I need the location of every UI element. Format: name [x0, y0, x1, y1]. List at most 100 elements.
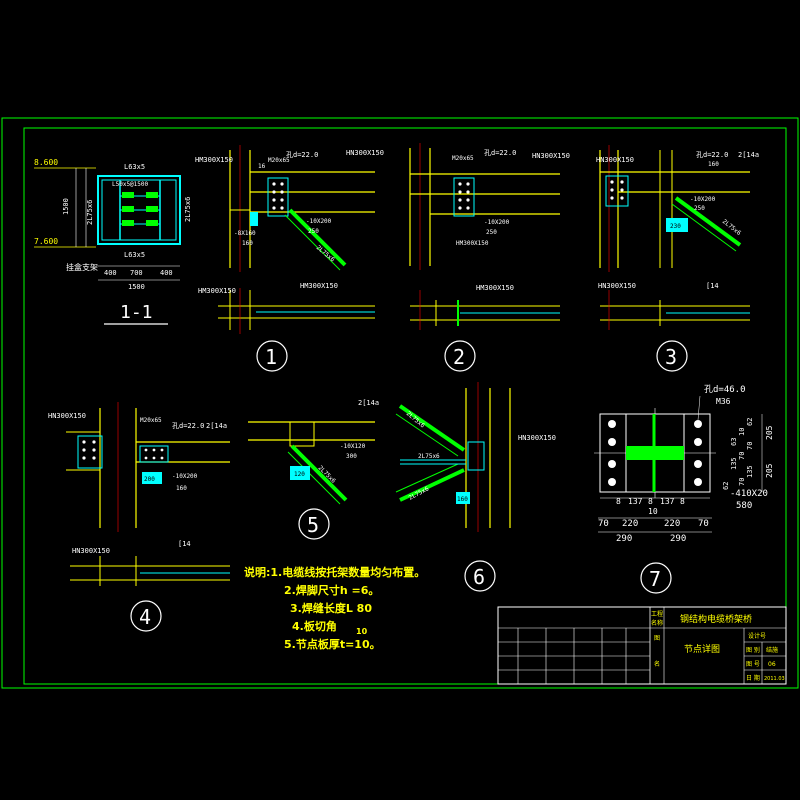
d7-bot-small-1: 137 [628, 497, 643, 506]
d6-brace-bot: 2L75x6 [408, 485, 431, 502]
d3-plate-dim2: 250 [694, 205, 705, 212]
top-label: L63x5 [124, 163, 145, 171]
d3-plan2: [14 [706, 282, 719, 290]
section-box [97, 175, 181, 245]
d3-plate: -10X200 [690, 196, 716, 203]
detail-6-number: 6 [473, 565, 485, 589]
d7-right-dim-b: 205 [765, 463, 774, 478]
d1-hole: 孔d=22.0 [286, 151, 318, 159]
d1-hole-note: 16 [258, 163, 266, 170]
d3-hole: 孔d=22.0 [696, 151, 728, 159]
height-dim: 1500 [62, 198, 70, 215]
detail-5-number: 5 [307, 513, 319, 537]
d1-beam: HM300X150 [195, 156, 233, 164]
d5-small-dim: 120 [294, 471, 305, 478]
d7-bolt: M36 [716, 397, 731, 406]
d6-plate-dim: 160 [457, 496, 468, 503]
d1-bolt: M20x65 [268, 157, 290, 164]
detail-1-number: 1 [265, 345, 277, 369]
section-1-1: 8.600 7.600 1500 2L75x6 L63x5 L50x5@1500… [34, 158, 192, 325]
detail-3: HN300X150 孔d=22.0 2[14a 160 -10X200 250 … [596, 145, 759, 372]
d4-plate-dim: 200 [144, 476, 155, 483]
elev-top: 8.600 [34, 158, 58, 167]
tb-row1-label: 图 别 [746, 646, 760, 654]
d4-bolt: M20x65 [140, 417, 162, 424]
tb-drawing-label-2: 名 [654, 660, 660, 668]
d4-angle: 2[14a [206, 422, 227, 430]
notes: 说明:1.电缆线按托架数量均匀布置。 2.焊脚尺寸h =6。 3.焊缝长度L 8… [244, 565, 425, 651]
detail-7-number: 7 [649, 567, 661, 591]
d5-angle: 2[14a [358, 399, 379, 407]
total-dim: 1500 [128, 283, 145, 291]
title-block: 工程 名称 钢结构电缆桥架桥 图 名 节点详图 设计号 图 别 结施 图 号 0… [497, 606, 787, 685]
tb-project-name: 钢结构电缆桥架桥 [680, 613, 752, 625]
d4-beam: HN300X150 [48, 412, 86, 420]
d2-bolt: M20x65 [452, 155, 474, 162]
d7-plate-w: 580 [736, 501, 752, 511]
detail-2-number: 2 [453, 345, 465, 369]
d7-right-small-1: 10 [738, 428, 746, 436]
d1-beam2: HN300X150 [346, 149, 384, 157]
d5-plate-dim: 300 [346, 453, 357, 460]
d3-plan: HN300X150 [598, 282, 636, 290]
right-label: 2L75x6 [184, 197, 192, 222]
tb-row1-value: 结施 [766, 646, 778, 654]
d7-bot-small-5: 10 [648, 507, 658, 516]
note-line-4b: 10 [356, 627, 368, 636]
elev-bottom: 7.600 [34, 237, 58, 246]
outer-frame [1, 117, 799, 689]
note-line-5: 5.节点板厚t=10。 [284, 637, 381, 651]
tb-design-no-label: 设计号 [748, 632, 766, 640]
d7-bot-dim-1: 220 [622, 519, 638, 529]
d7-right-small-0: 62 [746, 418, 754, 426]
tb-row3-value: 2011.03 [764, 676, 785, 682]
d4-plate: -10X200 [172, 473, 198, 480]
d4-plate-dim2: 160 [176, 485, 187, 492]
d1-plate2-dim: 160 [242, 240, 253, 247]
d2-beam-bottom: HM300X150 [456, 240, 489, 247]
d7-right-small-2: 63 [730, 438, 738, 446]
d2-beam: HN300X150 [532, 152, 570, 160]
d7-bot-dim-3: 70 [698, 519, 709, 529]
d2-hole: 孔d=22.0 [484, 149, 516, 157]
d1-plan2: HM300X150 [300, 282, 338, 290]
tb-row2-label: 图 号 [746, 661, 760, 668]
tb-drawing-label: 图 [654, 635, 660, 642]
d4-hole: 孔d=22.0 [172, 422, 204, 430]
dim-a: 400 [104, 269, 117, 277]
d7-right-small-8: 62 [722, 482, 730, 490]
detail-5: 2[14a -10X120 300 120 2L75x6 5 [248, 399, 379, 540]
d7-bot-dim-0: 70 [598, 519, 609, 529]
d1-plan1: HM300X150 [198, 287, 236, 295]
detail-3-number: 3 [665, 345, 677, 369]
detail-1: HM300X150 HN300X150 孔d=22.0 M20x65 16 -1… [195, 145, 384, 372]
side-label: 2L75x6 [86, 200, 94, 225]
d3-small-dim: 230 [670, 223, 681, 230]
detail-2: HN300X150 孔d=22.0 M20x65 -10X200 250 HM3… [409, 143, 570, 372]
d7-bot-total-1: 290 [670, 534, 686, 544]
d7-plate: -410X20 [730, 489, 768, 499]
tb-row3-label: 日 期 [746, 674, 760, 682]
bottom-label: L63x5 [124, 251, 145, 259]
d7-right-small-5: 135 [730, 457, 738, 470]
d4-plan2: [14 [178, 540, 191, 548]
note-line-2: 2.焊脚尺寸h =6。 [284, 583, 379, 597]
d1-plate2: -8X160 [234, 230, 256, 237]
d5-plate: -10X120 [340, 443, 366, 450]
d7-right-small-7: 70 [738, 478, 746, 486]
d7-bot-dim-2: 220 [664, 519, 680, 529]
support-label: 挂盒支架 [66, 262, 98, 272]
d1-plate: -10X200 [306, 218, 332, 225]
detail-7: 孔d=46.0 M36 205 205 62 10 63 70 70 135 1… [594, 384, 774, 594]
d7-hole: 孔d=46.0 [704, 384, 746, 395]
note-line-4: 4.板切角 [292, 619, 337, 633]
d7-right-dim-a: 205 [765, 425, 774, 440]
detail-4-number: 4 [139, 605, 151, 629]
d2-plate-dim: 250 [486, 229, 497, 236]
d7-bot-small-4: 8 [680, 497, 685, 506]
d3-angle: 2[14a [738, 151, 759, 159]
tb-project-label-1: 工程 [651, 610, 663, 618]
tb-row2-value: 06 [768, 661, 776, 668]
inner-frame [23, 127, 787, 685]
